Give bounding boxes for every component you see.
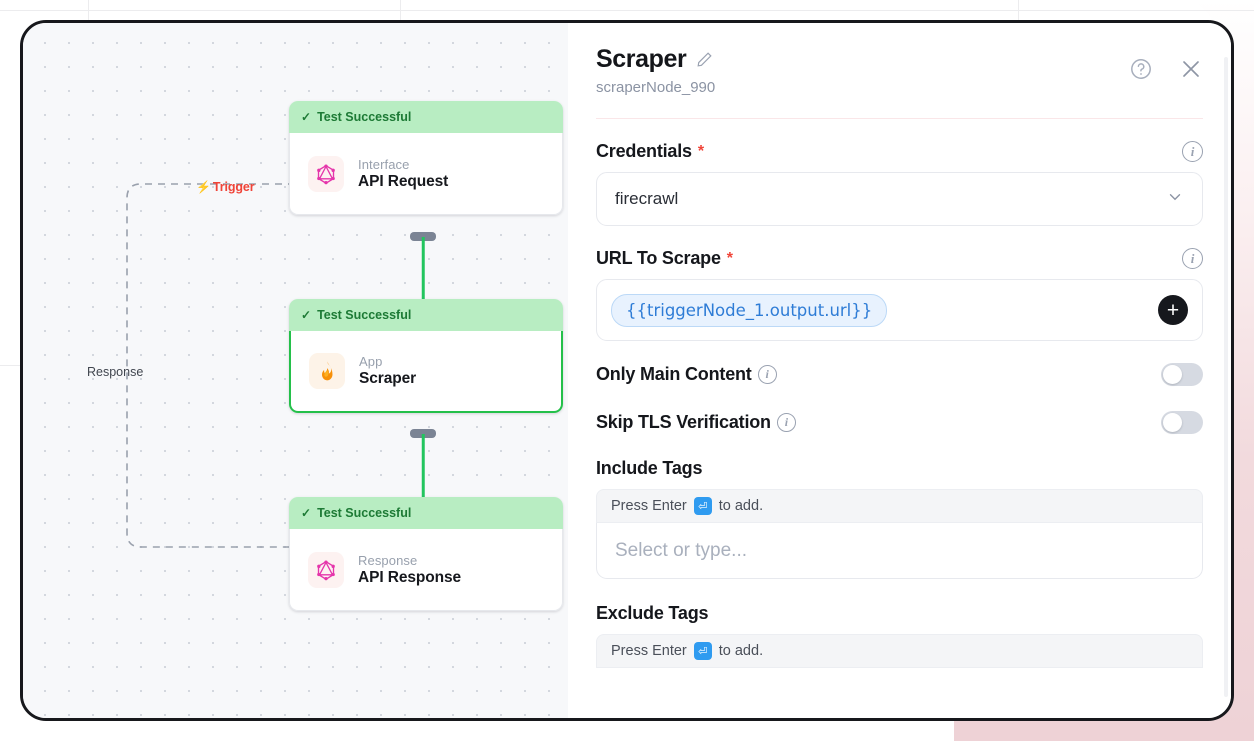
only-main-content-row: Only Main Content i	[596, 363, 1203, 386]
edge-label-trigger-text: Trigger	[212, 180, 255, 194]
node-status-text: Test Successful	[317, 506, 412, 520]
backdrop-vline-3	[1018, 0, 1019, 20]
node-api-request[interactable]: ✓ Test Successful	[289, 101, 563, 215]
backdrop-vline-1	[88, 0, 89, 20]
field-label-text: Credentials	[596, 141, 692, 161]
node-text: Response API Response	[358, 553, 461, 587]
field-url-label: URL To Scrape *	[596, 248, 733, 269]
node-config-panel: Scraper scraperNode_990	[568, 23, 1231, 718]
info-icon[interactable]: i	[1182, 248, 1203, 269]
panel-title-row: Scraper	[596, 45, 1203, 74]
panel-header-actions	[1129, 57, 1203, 81]
check-icon: ✓	[301, 506, 312, 520]
edge-label-response-text: Response	[87, 365, 144, 379]
hint-prefix: Press Enter	[611, 498, 687, 514]
page-title: Scraper	[596, 45, 687, 73]
node-status-text: Test Successful	[317, 308, 412, 322]
toggle-knob	[1163, 413, 1182, 432]
chevron-down-icon	[1166, 188, 1184, 211]
node-title-label: API Request	[358, 172, 449, 190]
graphql-icon	[308, 155, 344, 192]
field-url-label-row: URL To Scrape * i	[596, 248, 1203, 269]
node-status-banner: ✓ Test Successful	[289, 299, 563, 331]
node-text: Interface API Request	[358, 157, 448, 191]
panel-scrollbar[interactable]	[1224, 57, 1228, 697]
required-marker: *	[697, 142, 704, 160]
only-main-content-toggle[interactable]	[1161, 363, 1203, 386]
node-handle-bottom-2[interactable]	[410, 429, 436, 438]
graphql-icon	[308, 551, 344, 588]
include-tags-label: Include Tags	[596, 458, 703, 478]
field-label-text: Skip TLS Verification	[596, 412, 771, 432]
check-icon: ✓	[301, 308, 312, 322]
node-kind-label: Response	[358, 552, 418, 568]
backdrop-vline-2	[400, 0, 401, 22]
node-id-label: scraperNode_990	[596, 79, 716, 96]
node-title-label: API Response	[358, 568, 462, 586]
node-body: App Scraper	[289, 331, 563, 413]
workflow-modal: ⚡ Trigger Response ✓ Test Successful	[20, 20, 1234, 721]
skip-tls-verification-row: Skip TLS Verification i	[596, 411, 1203, 434]
edge-label-trigger: ⚡ Trigger	[196, 180, 255, 194]
connector-1-2	[421, 237, 425, 313]
node-body: Response API Response	[289, 529, 563, 611]
panel-header: Scraper scraperNode_990	[596, 45, 1203, 96]
info-icon[interactable]: i	[1182, 141, 1203, 162]
exclude-tags-hint: Press Enter ⏎ to add.	[596, 634, 1203, 668]
node-status-text: Test Successful	[317, 110, 412, 124]
node-kind-label: Interface	[358, 156, 410, 172]
credentials-select[interactable]: firecrawl	[596, 172, 1203, 226]
backdrop-hline-top	[0, 10, 1254, 11]
field-label-text: URL To Scrape	[596, 248, 721, 268]
only-main-content-label: Only Main Content i	[596, 364, 777, 385]
toggle-knob	[1163, 365, 1182, 384]
workflow-canvas[interactable]: ⚡ Trigger Response ✓ Test Successful	[23, 23, 568, 718]
node-title-label: Scraper	[359, 370, 417, 387]
node-api-response[interactable]: ✓ Test Successful	[289, 497, 563, 611]
skip-tls-verification-toggle[interactable]	[1161, 411, 1203, 434]
config-form: Credentials * i firecrawl	[596, 119, 1203, 668]
bolt-icon: ⚡	[196, 180, 211, 194]
exclude-tags-label: Exclude Tags	[596, 603, 709, 623]
check-icon: ✓	[301, 110, 312, 124]
flame-icon	[309, 353, 345, 389]
node-body: Interface API Request	[289, 133, 563, 215]
skip-tls-verification-label: Skip TLS Verification i	[596, 412, 796, 433]
enter-key-icon: ⏎	[693, 642, 712, 660]
hint-suffix: to add.	[718, 643, 764, 659]
plus-icon[interactable]: +	[1158, 295, 1188, 325]
node-kind-label: App	[359, 354, 383, 369]
node-handle-bottom-1[interactable]	[410, 232, 436, 241]
node-status-banner: ✓ Test Successful	[289, 497, 563, 529]
pencil-icon[interactable]	[696, 51, 713, 68]
node-text: App Scraper	[359, 354, 416, 388]
backdrop-hline-left	[0, 365, 22, 366]
close-icon[interactable]	[1179, 57, 1203, 81]
url-to-scrape-input[interactable]: {{triggerNode_1.output.url}} +	[596, 279, 1203, 341]
field-label-text: Only Main Content	[596, 364, 752, 384]
credentials-selected-value: firecrawl	[615, 189, 679, 208]
header-divider	[596, 118, 1203, 119]
include-tags-input[interactable]: Select or type...	[596, 523, 1203, 579]
required-marker: *	[726, 249, 733, 267]
field-credentials-label-row: Credentials * i	[596, 141, 1203, 162]
hint-prefix: Press Enter	[611, 643, 687, 659]
node-scraper[interactable]: ✓ Test Successful App Scraper	[289, 299, 563, 413]
info-icon[interactable]: i	[776, 413, 796, 432]
enter-key-icon: ⏎	[693, 497, 712, 515]
variable-token[interactable]: {{triggerNode_1.output.url}}	[611, 293, 888, 327]
field-credentials-label: Credentials *	[596, 141, 704, 162]
info-icon[interactable]: i	[757, 365, 777, 384]
node-status-banner: ✓ Test Successful	[289, 101, 563, 133]
hint-suffix: to add.	[718, 498, 764, 514]
connector-2-3	[421, 434, 425, 510]
edge-label-response: Response	[87, 365, 143, 379]
include-tags-hint: Press Enter ⏎ to add.	[596, 489, 1203, 523]
help-circle-icon[interactable]	[1129, 57, 1153, 81]
